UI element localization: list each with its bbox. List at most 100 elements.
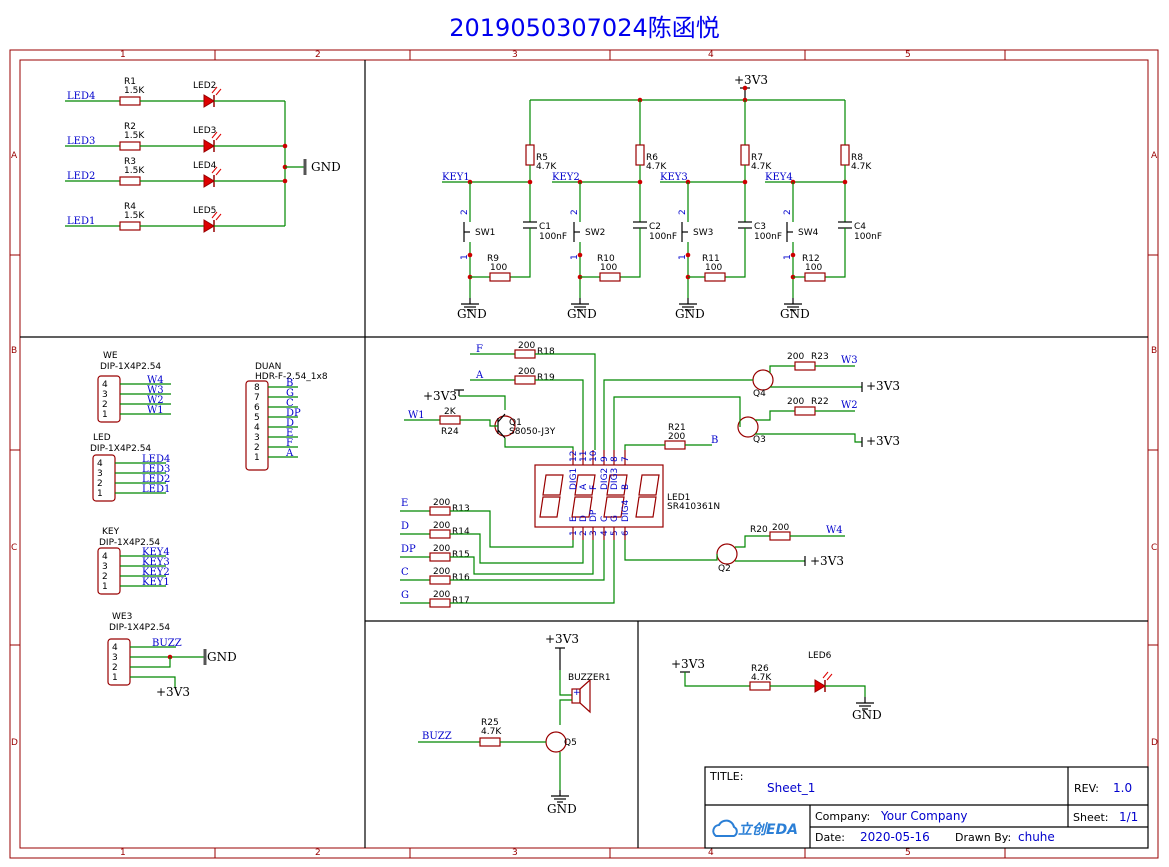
resistor-R10: [599, 272, 621, 282]
digit-lower: [635, 496, 657, 518]
pin-number: 2: [678, 209, 688, 215]
buzzer-plus: +: [573, 688, 581, 698]
pin-number: 6: [254, 403, 260, 413]
pin-number: 2: [102, 400, 108, 410]
led-ref: LED5: [193, 206, 216, 216]
gnd-label: GND: [207, 650, 237, 664]
title-value: Sheet_1: [767, 781, 815, 795]
switch-ref: SW3: [693, 228, 713, 238]
junction-dot: [577, 252, 583, 258]
zone-col-label: 2: [315, 848, 321, 858]
led-ray: [211, 166, 218, 174]
zone-col-label: 5: [905, 848, 911, 858]
net-label-key: KEY3: [660, 172, 688, 183]
pin-number: 4: [102, 552, 108, 562]
pin-number: 10: [589, 450, 599, 462]
conn-key-body: [97, 547, 121, 595]
pin-number: 9: [600, 456, 610, 462]
resistor-value: 200: [433, 521, 450, 531]
resistor-ref: R11: [702, 254, 720, 264]
pin-number: 2: [570, 209, 580, 215]
net-label: C: [401, 567, 409, 578]
rev-label: REV:: [1074, 782, 1099, 795]
resistor-R19: [514, 375, 536, 385]
cap-value: 100nF: [539, 232, 567, 242]
conn-key-ref: KEY: [102, 527, 120, 537]
sheet-value: 1/1: [1119, 810, 1138, 824]
gnd-label: GND: [457, 307, 487, 321]
resistor-ref: R8: [851, 153, 863, 163]
led-ray: [215, 168, 222, 176]
vcc-label: +3V3: [545, 632, 579, 646]
resistor-value: 2K: [444, 407, 457, 417]
drawn-value: chuhe: [1018, 830, 1055, 844]
resistor-ref: R5: [536, 153, 548, 163]
pin-number: 1: [97, 489, 103, 499]
pin-number: 2: [783, 209, 793, 215]
vcc-label: +3V3: [866, 434, 900, 448]
resistor-ref: R24: [441, 427, 459, 437]
junction-dot: [742, 85, 748, 91]
resistor-ref: R25: [481, 718, 499, 728]
transistor-ref: Q4: [753, 389, 766, 399]
pin-name: DIG2: [600, 468, 610, 490]
net-label-led: LED4: [67, 91, 95, 102]
wire: [559, 670, 572, 696]
junction-dot: [742, 179, 748, 185]
transistor-ref: Q3: [753, 435, 766, 445]
pin-number: 3: [254, 433, 260, 443]
pin-number: 7: [621, 456, 631, 462]
pin-number: 11: [579, 451, 589, 462]
resistor-value: 200: [433, 567, 450, 577]
section-dividers: [20, 60, 1148, 848]
gnd-label: GND: [852, 708, 882, 722]
wire: [825, 228, 846, 278]
vcc-label: +3V3: [810, 554, 844, 568]
pin-number: 4: [254, 423, 260, 433]
zone-col-label: 5: [905, 50, 911, 60]
net-label: F: [476, 344, 483, 355]
transistor-lead: [497, 413, 506, 423]
resistor-ref: R19: [537, 373, 555, 383]
digit-lower: [571, 496, 593, 518]
pin-name: A: [579, 483, 589, 490]
net-label: W2: [841, 400, 858, 411]
pin-number: 4: [102, 380, 108, 390]
switch-ref: SW2: [585, 228, 605, 238]
resistor-value: 200: [433, 498, 450, 508]
wire: [504, 438, 574, 450]
net-label: DP: [401, 544, 416, 555]
transistor-Q5: [545, 731, 567, 753]
pin-number: 2: [112, 663, 118, 673]
junction-dot: [282, 143, 288, 149]
net-label: DP: [286, 408, 301, 419]
resistor-R17: [429, 598, 451, 608]
resistor-value: 200: [518, 341, 535, 351]
wire: [735, 535, 770, 548]
seven-seg-display: [534, 464, 664, 528]
vcc-label: +3V3: [866, 379, 900, 393]
resistor-R14: [429, 529, 451, 539]
net-label: KEY2: [142, 567, 170, 578]
conn-we-footprint: DIP-1X4P2.54: [100, 362, 161, 372]
conn-we3-footprint: DIP-1X4P2.54: [109, 623, 170, 633]
conn-duan-body: [245, 380, 269, 471]
wire: [150, 676, 176, 688]
resistor-value: 4.7K: [751, 162, 772, 172]
led-ref: LED3: [193, 126, 216, 136]
resistor-R4: [119, 221, 141, 231]
resistor-ref: R16: [452, 573, 470, 583]
resistor-ref: R9: [487, 254, 499, 264]
transistor-ref: Q5: [564, 738, 577, 748]
led-ray: [211, 211, 218, 219]
conn-duan-footprint: HDR-F-2.54_1x8: [255, 372, 328, 382]
pin-number: 5: [610, 530, 620, 536]
wire: [450, 540, 594, 575]
gnd-label: GND: [311, 160, 341, 174]
resistor-R24: [439, 415, 461, 425]
wire: [613, 396, 741, 450]
resistor-R5: [525, 144, 535, 166]
buzzer-ref: BUZZER1: [568, 673, 611, 683]
